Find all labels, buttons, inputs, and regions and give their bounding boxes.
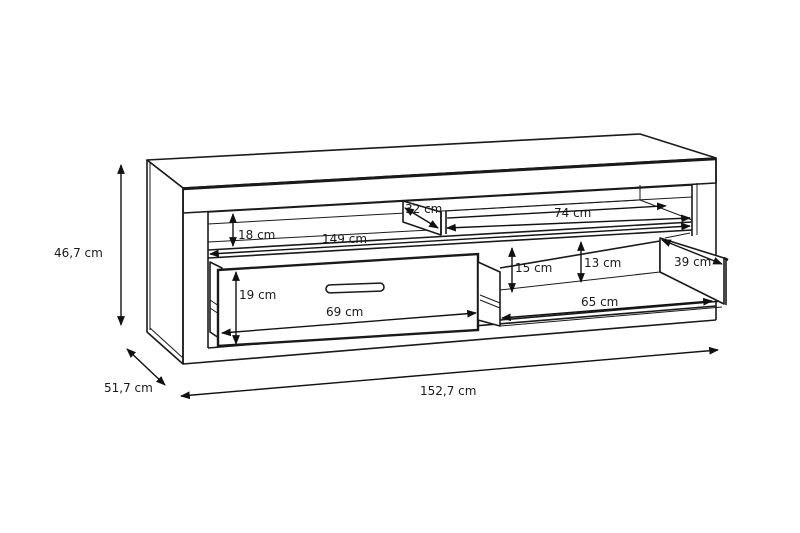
right-drawer-depth-label: 39 cm xyxy=(674,255,712,269)
right-drawer-width-label: 65 cm xyxy=(581,295,619,309)
width-label: 152,7 cm xyxy=(420,384,477,398)
right-drawer-front-height-label: 15 cm xyxy=(515,261,553,275)
cabinet-left-side xyxy=(146,159,184,365)
right-drawer xyxy=(499,232,729,327)
dimension-lines xyxy=(117,164,723,400)
shelf-width-label: 149 cm xyxy=(322,232,368,246)
compartment-width-label: 74 cm xyxy=(554,206,592,220)
compartment-depth-label: 32 cm xyxy=(405,202,443,216)
left-drawer-height-label: 19 cm xyxy=(239,288,277,302)
depth-label: 51,7 cm xyxy=(104,381,153,395)
cabinet-top xyxy=(146,133,717,214)
height-label: 46,7 cm xyxy=(54,246,103,260)
right-drawer-inner-height-label: 13 cm xyxy=(584,256,622,270)
shelf-height-label: 18 cm xyxy=(238,228,276,242)
left-drawer-width-label: 69 cm xyxy=(326,305,364,319)
